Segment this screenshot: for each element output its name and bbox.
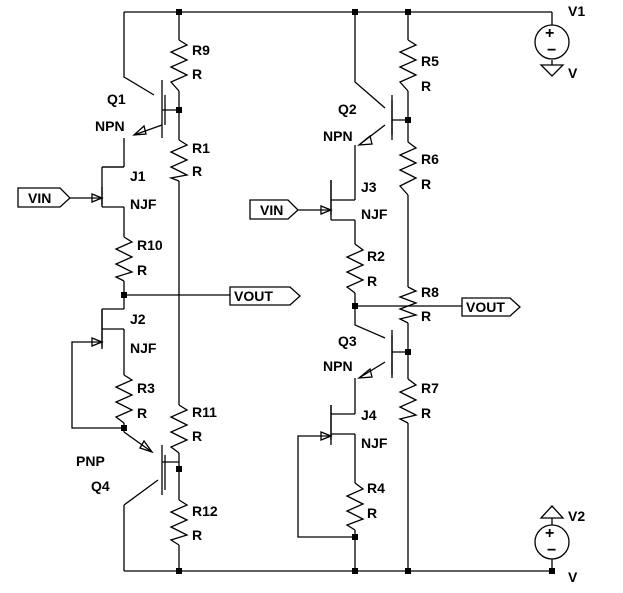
R5-resistor	[398, 39, 418, 92]
resistors	[114, 39, 419, 546]
label-R12: R12	[192, 503, 218, 519]
label-R8-value: R	[421, 308, 431, 324]
label-R2: R2	[367, 248, 385, 264]
svg-text:VIN: VIN	[260, 202, 283, 218]
vin-left-port: VIN	[17, 187, 71, 208]
vout-right-port: VOUT	[461, 297, 521, 317]
R8-resistor	[398, 286, 419, 324]
svg-text:−: −	[547, 42, 556, 59]
label-Q4: Q4	[91, 478, 110, 494]
label-Q3-type: NPN	[323, 358, 353, 374]
label-Q1: Q1	[107, 91, 126, 107]
label-R8: R8	[421, 284, 439, 300]
label-R4-value: R	[367, 505, 377, 521]
label-J2-type: NJF	[130, 340, 157, 356]
label-R1-value: R	[192, 163, 202, 179]
R4-resistor	[345, 482, 365, 531]
R7-resistor	[398, 378, 418, 424]
junction-nodes	[121, 9, 555, 574]
Q3-emitter-arrow	[356, 367, 373, 379]
label-R10: R10	[137, 237, 163, 253]
label-V1: V1	[568, 3, 585, 19]
label-J1-type: NJF	[130, 196, 157, 212]
R11-resistor	[169, 404, 189, 454]
label-V2: V2	[568, 508, 585, 524]
svg-text:+: +	[545, 525, 554, 542]
label-J1: J1	[130, 168, 146, 184]
Q1-emitter-arrow	[132, 124, 147, 136]
J3-jfet	[330, 180, 355, 221]
R10-resistor	[114, 236, 134, 282]
label-R3-value: R	[137, 405, 147, 421]
R1-resistor	[168, 139, 190, 182]
label-Q3: Q3	[338, 333, 357, 349]
label-R9-value: R	[192, 66, 202, 82]
label-R3: R3	[137, 380, 155, 396]
label-Q2-type: NPN	[323, 128, 353, 144]
R2-resistor	[345, 243, 365, 294]
label-J4: J4	[361, 407, 377, 423]
label-R7-value: R	[421, 405, 431, 421]
R9-resistor	[169, 39, 189, 92]
label-R7: R7	[421, 380, 439, 396]
J4-gate-arrow	[320, 431, 333, 441]
Q4-emitter-arrow	[139, 439, 154, 454]
label-Q4-type: PNP	[76, 453, 105, 469]
label-R11-value: R	[192, 428, 202, 444]
component-labels: V1 V V2 V Q1 NPN Q2 NPN Q3 NPN Q4 PNP J1…	[76, 3, 585, 585]
label-J3-type: NJF	[361, 206, 388, 222]
label-R9: R9	[192, 42, 210, 58]
label-J3: J3	[361, 179, 377, 195]
label-R1: R1	[192, 140, 210, 156]
V2-source: + −	[534, 505, 570, 571]
svg-text:VOUT: VOUT	[466, 299, 505, 315]
svg-text:VIN: VIN	[28, 190, 51, 206]
R6-resistor	[398, 141, 418, 196]
jfet-symbols	[91, 166, 355, 445]
label-R10-value: R	[137, 262, 147, 278]
J4-jfet	[330, 405, 355, 445]
J1-jfet	[101, 166, 124, 208]
label-R4: R4	[367, 480, 385, 496]
label-J2: J2	[130, 311, 146, 327]
label-R6-value: R	[421, 176, 431, 192]
J1-gate-arrow	[91, 193, 104, 203]
R3-resistor	[114, 374, 134, 424]
label-R6: R6	[421, 151, 439, 167]
label-Q2: Q2	[338, 101, 357, 117]
R12-resistor	[169, 499, 189, 546]
label-R11: R11	[192, 404, 217, 420]
label-R2-value: R	[367, 273, 377, 289]
V1-source: + −	[534, 24, 570, 77]
label-R5: R5	[421, 53, 439, 69]
label-V1-value: V	[568, 65, 578, 81]
vout-left-port: VOUT	[229, 286, 301, 306]
svg-text:+: +	[545, 25, 554, 42]
label-R5-value: R	[421, 78, 431, 94]
label-R12-value: R	[192, 527, 202, 543]
Q2-emitter-arrow	[356, 134, 373, 146]
label-Q1-type: NPN	[95, 118, 125, 134]
vin-right-port: VIN	[249, 199, 299, 220]
J3-gate-arrow	[320, 205, 333, 215]
label-V2-value: V	[568, 569, 578, 585]
J2-gate-arrow	[91, 337, 104, 347]
label-J4-type: NJF	[361, 435, 388, 451]
bjt-symbols	[132, 80, 393, 495]
svg-text:−: −	[547, 542, 556, 559]
svg-text:VOUT: VOUT	[234, 288, 273, 304]
